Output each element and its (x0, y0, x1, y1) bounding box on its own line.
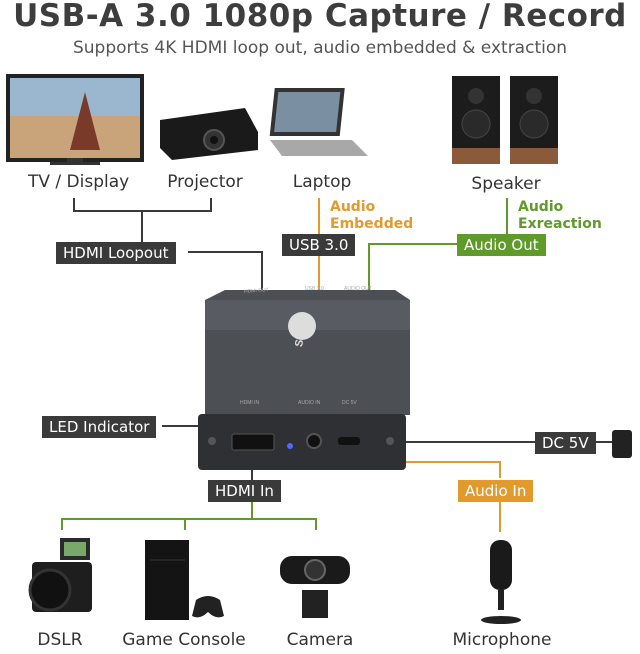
projector-icon (160, 108, 258, 160)
label-microphone: Microphone (452, 630, 552, 650)
label-projector: Projector (167, 172, 243, 192)
dslr-icon (28, 538, 92, 612)
hdmi-loopout-lines (73, 198, 263, 290)
dc-adapter-icon (612, 430, 632, 458)
page-title: USB-A 3.0 1080p Capture / Record (13, 0, 627, 34)
tag-dc: DC 5V (535, 432, 596, 454)
note-audio-embedded-line2: Embedded (330, 216, 414, 232)
game-console-icon (145, 540, 224, 620)
tag-usb: USB 3.0 (282, 234, 356, 256)
audio-out-lines (368, 198, 508, 292)
port-label-audio-in: AUDIO IN (298, 400, 321, 406)
label-tv: TV / Display (28, 172, 130, 192)
note-audio-embedded: Audio Embedded (330, 199, 413, 233)
tag-hdmi-loopout: HDMI Loopout (56, 242, 176, 264)
port-label-usb: USB 3.0 (305, 286, 324, 292)
webcam-icon (280, 556, 350, 618)
tv-icon (6, 74, 144, 165)
label-dslr: DSLR (37, 630, 83, 650)
port-label-dc: DC 5V (342, 400, 357, 406)
page-subtitle: Supports 4K HDMI loop out, audio embedde… (72, 38, 568, 58)
port-label-audio-out: AUDIO OUT (344, 286, 372, 292)
note-audio-extraction: Audio Exreaction (518, 199, 602, 233)
tag-audio-in: Audio In (458, 480, 534, 502)
microphone-icon (481, 540, 521, 624)
label-laptop: Laptop (292, 172, 352, 192)
note-audio-embedded-line1: Audio (330, 199, 376, 215)
note-audio-extraction-line2: Exreaction (518, 216, 602, 232)
label-camera: Camera (286, 630, 354, 650)
capture-device (198, 290, 410, 470)
tag-led-indicator: LED Indicator (42, 416, 157, 438)
laptop-icon (269, 88, 368, 156)
port-label-hdmi-in: HDMI IN (240, 400, 260, 406)
note-audio-extraction-line1: Audio (518, 199, 564, 215)
hdmi-in-lines-green (61, 500, 317, 530)
tag-hdmi-in: HDMI In (208, 480, 281, 502)
speaker-icon (452, 76, 558, 164)
label-game-console: Game Console (122, 630, 246, 650)
tag-audio-out: Audio Out (457, 234, 546, 256)
label-speaker: Speaker (471, 174, 541, 194)
